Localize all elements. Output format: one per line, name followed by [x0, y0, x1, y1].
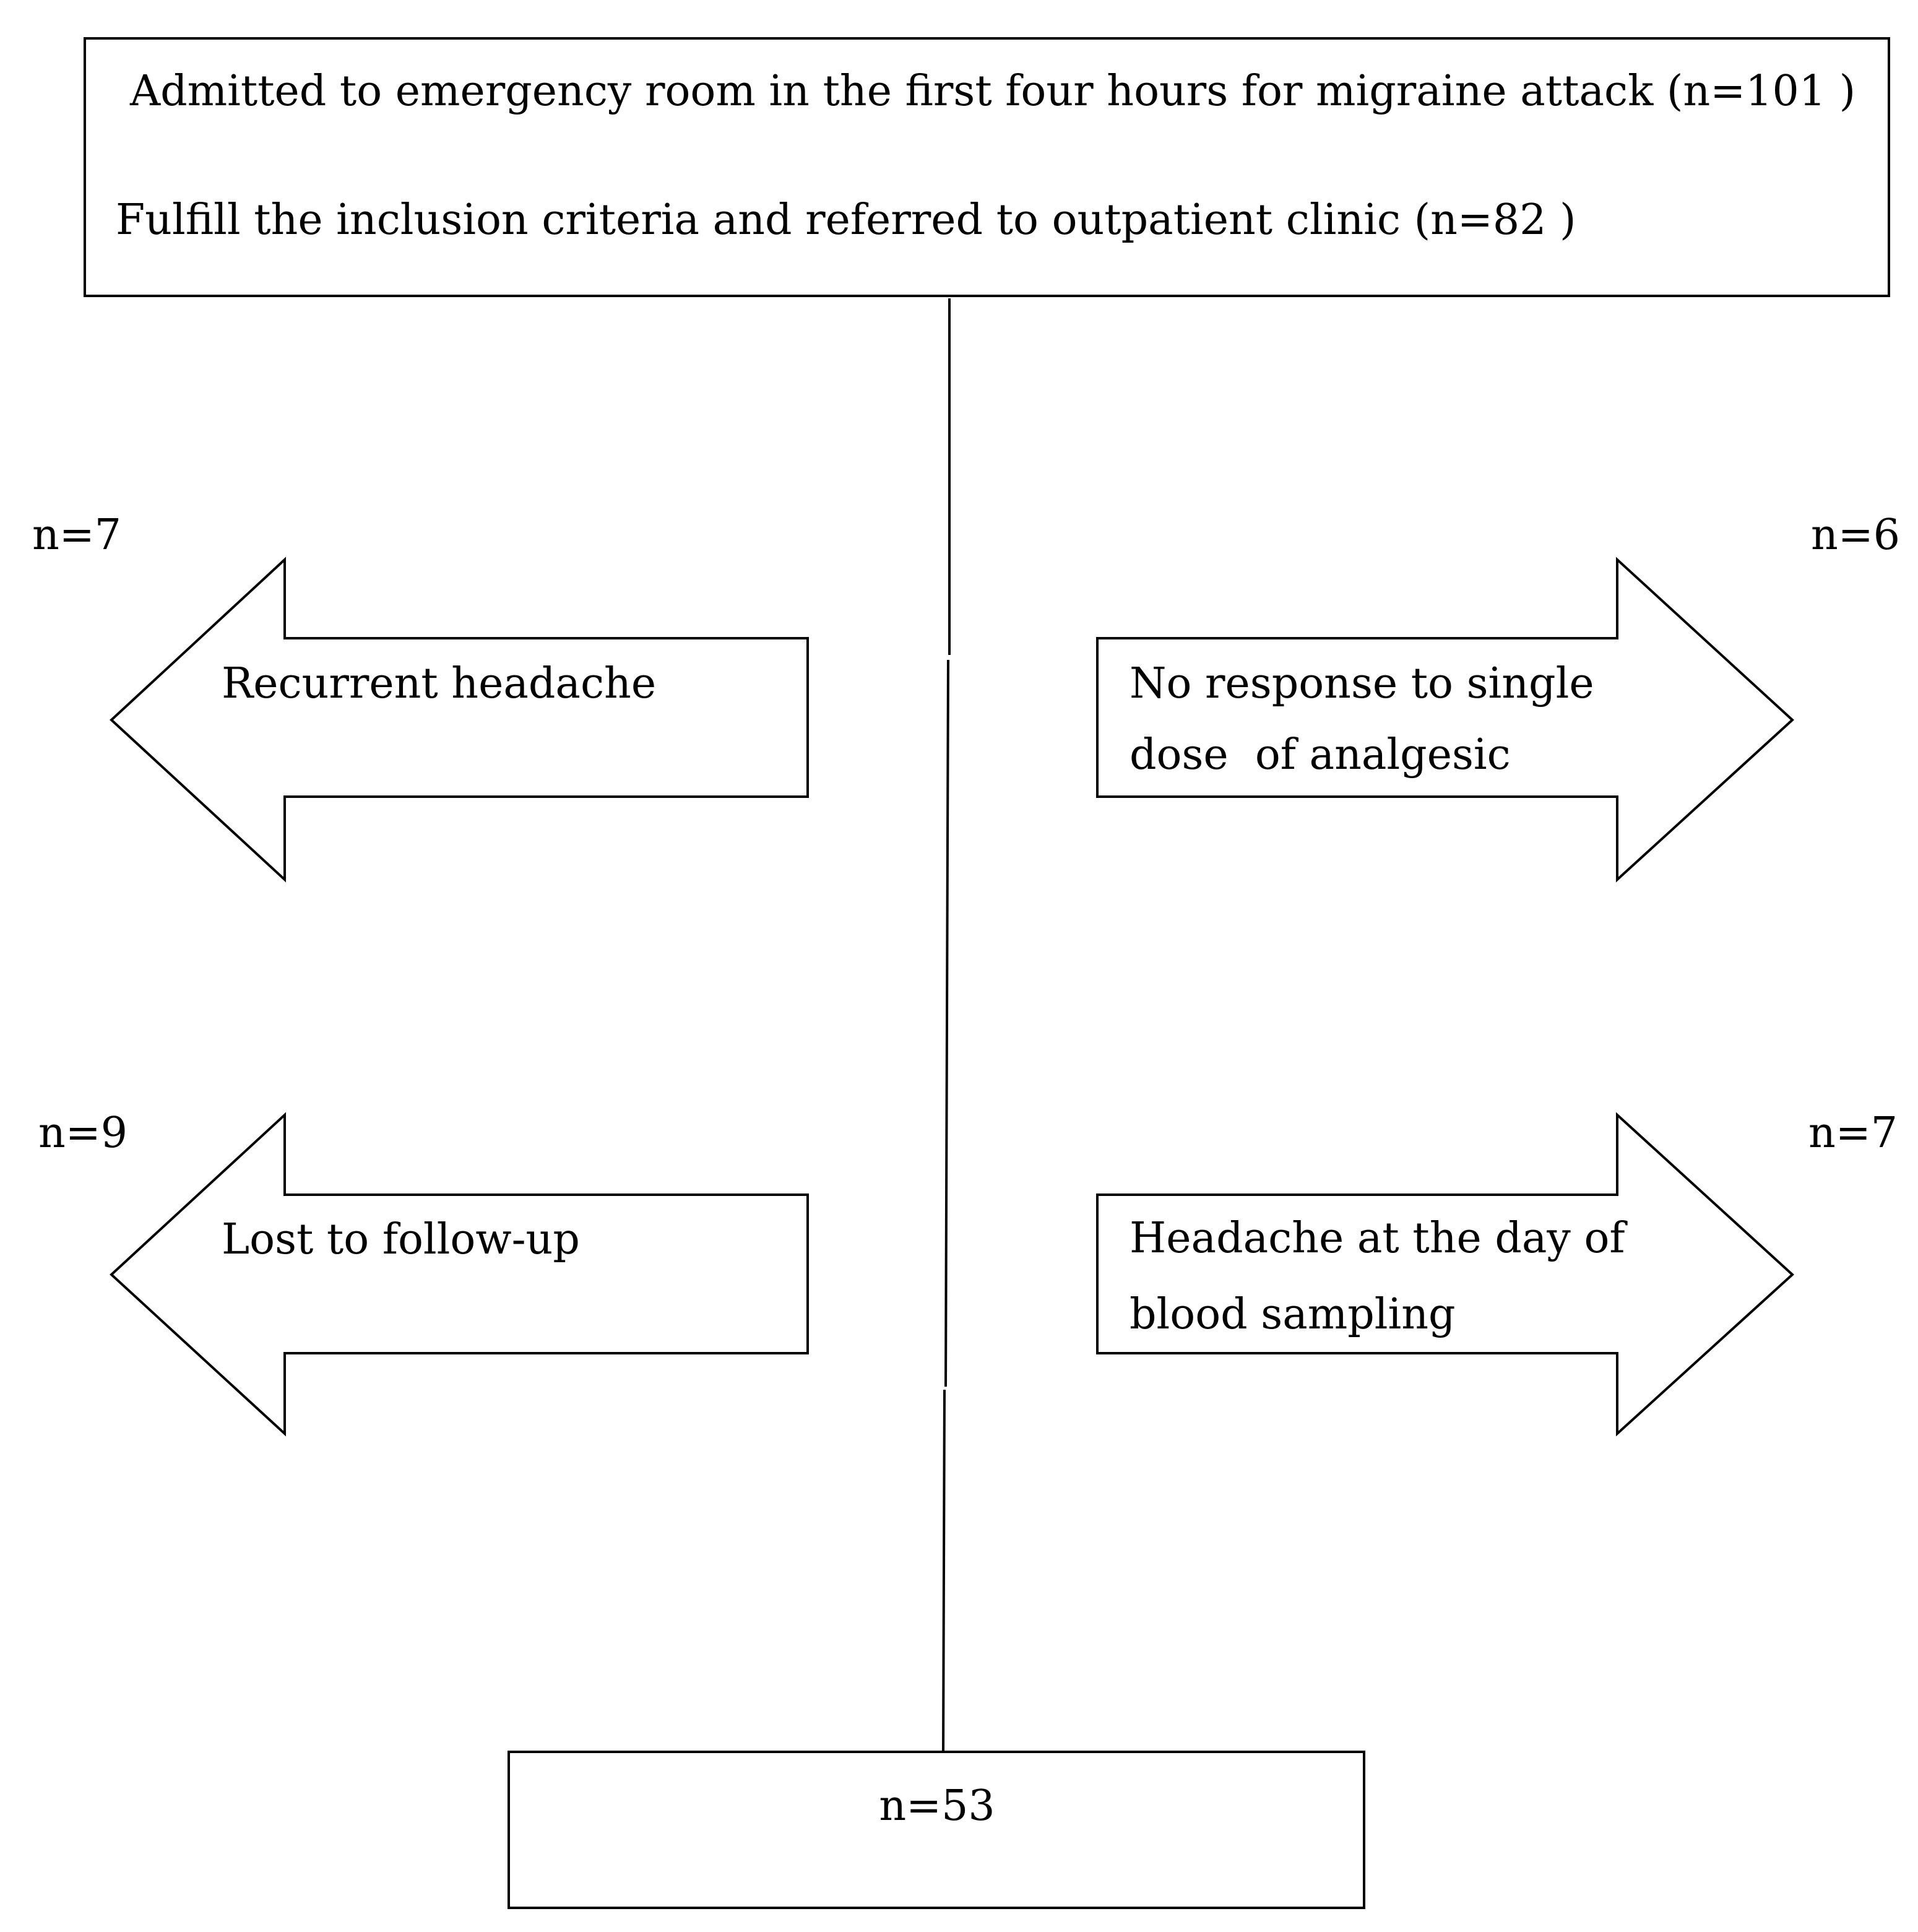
- enrollment-box: Admitted to emergency room in the first …: [84, 37, 1890, 297]
- exclusion-headache-blood-sampling: n=7 Headache at the day of blood samplin…: [1096, 1109, 1898, 1437]
- exclusion-label: Recurrent headache: [222, 659, 656, 708]
- exclusion-recurrent-headache: n=7 Recurrent headache: [32, 511, 809, 883]
- left-arrow-shape: [110, 557, 809, 883]
- exclusion-label-line1: Headache at the day of: [1130, 1214, 1628, 1263]
- exclusion-no-response: n=6 No response to single dose of analge…: [1096, 511, 1900, 883]
- connector-segment-2: [944, 659, 949, 1387]
- exclusion-label: Lost to follow-up: [222, 1215, 580, 1264]
- connector-segment-3: [942, 1389, 946, 1752]
- exclusion-label-line2: dose of analgesic: [1130, 730, 1511, 779]
- exclusion-label-line1: No response to single: [1130, 659, 1594, 708]
- right-arrow-shape: [1096, 557, 1794, 883]
- exclusion-count: n=7: [1808, 1109, 1898, 1158]
- final-sample-box-frame: [508, 1751, 1365, 1909]
- exclusion-count: n=6: [1811, 511, 1900, 560]
- enrollment-box-frame: [84, 37, 1890, 297]
- final-sample-count: n=53: [879, 1782, 995, 1830]
- main-connector: [942, 298, 951, 1752]
- enrollment-admitted-text: Admitted to emergency room in the first …: [129, 67, 1855, 116]
- right-arrow-shape: [1096, 1112, 1794, 1437]
- exclusion-label-line2: blood sampling: [1130, 1290, 1456, 1339]
- exclusion-count: n=9: [38, 1109, 127, 1158]
- exclusion-count: n=7: [32, 511, 121, 560]
- enrollment-inclusion-text: Fulfill the inclusion criteria and refer…: [116, 196, 1576, 245]
- left-arrow-shape: [110, 1112, 809, 1437]
- exclusion-lost-to-follow-up: n=9 Lost to follow-up: [38, 1109, 809, 1437]
- final-sample-box: n=53: [508, 1751, 1365, 1909]
